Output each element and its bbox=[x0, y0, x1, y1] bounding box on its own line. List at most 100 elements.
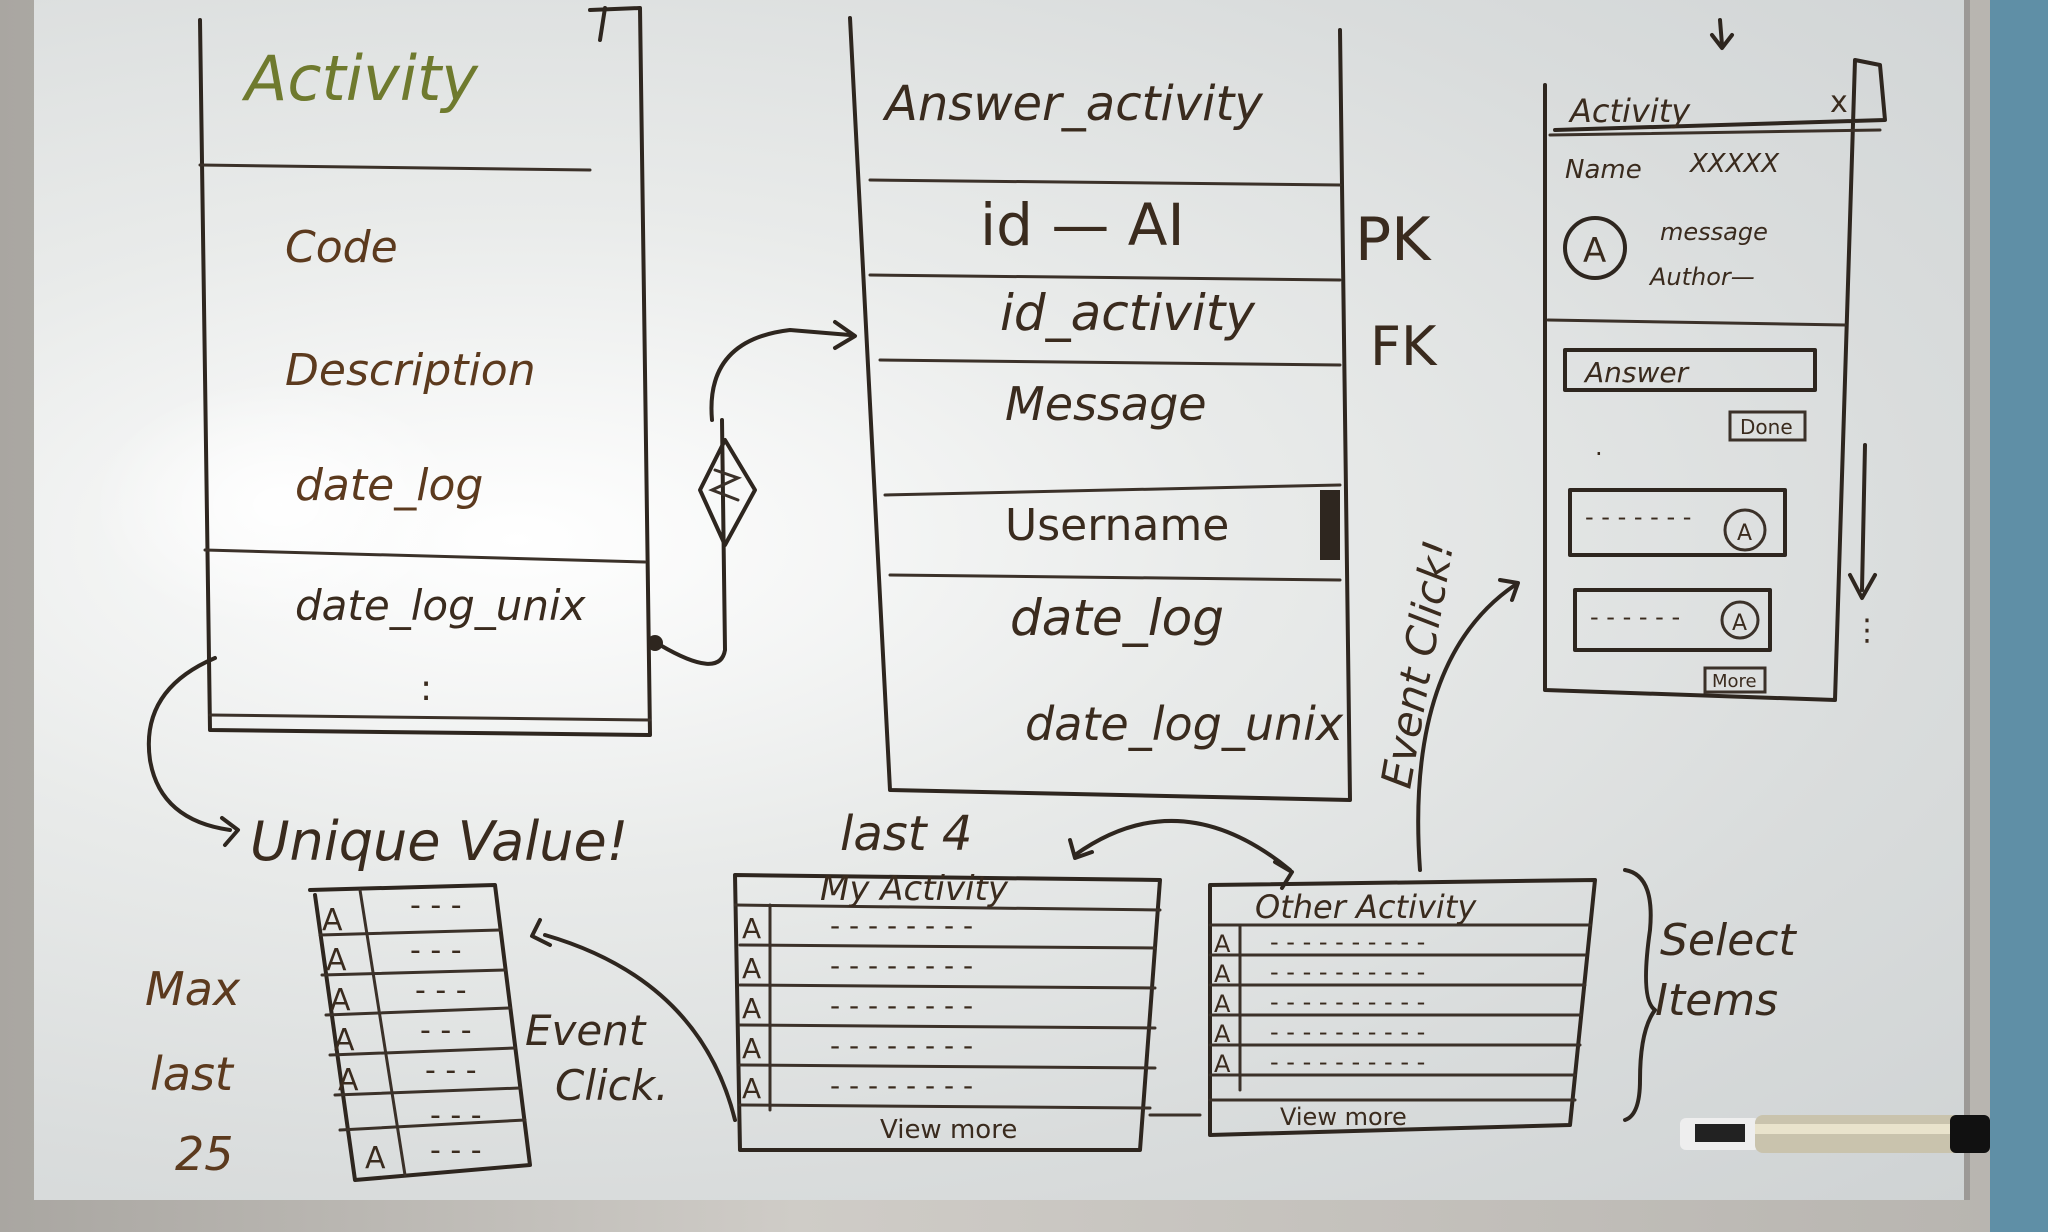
scroll-dots: ⋮ bbox=[1852, 613, 1882, 648]
unique-value-note: Unique Value! bbox=[146, 656, 628, 873]
last-25-list: A A A A A A - - - - - - - - - - - - - - … bbox=[145, 883, 532, 1182]
row-dash: - - - - - - bbox=[1590, 603, 1680, 631]
row-marker: A bbox=[1214, 990, 1231, 1018]
mockup-answer-item bbox=[1568, 488, 1787, 557]
select-items-note: Select Items bbox=[1623, 868, 1797, 1122]
activity-title: Activity bbox=[241, 42, 479, 115]
list-dash: - - - bbox=[420, 1013, 472, 1048]
row-dash: - - - - - - - bbox=[1585, 503, 1691, 531]
list-dash: - - - bbox=[430, 1133, 482, 1168]
row-marker: A bbox=[1214, 1020, 1231, 1048]
row-marker: A bbox=[742, 952, 761, 985]
list-row-marker: A bbox=[330, 983, 351, 1018]
event-click-2-line2: Click. bbox=[555, 1061, 668, 1110]
select-items-line1: Select bbox=[1660, 915, 1797, 966]
answer-field-username: Username bbox=[1005, 500, 1229, 551]
activity-field-more: : bbox=[420, 668, 432, 709]
activity-field-date-log-unix: date_log_unix bbox=[295, 581, 587, 630]
mockup-answer-item bbox=[1573, 588, 1772, 652]
list-dash: - - - bbox=[410, 933, 462, 968]
row-marker: A bbox=[742, 992, 761, 1025]
answer-activity-title: Answer_activity bbox=[882, 76, 1263, 132]
mockup-answer-avatar-circle bbox=[1720, 600, 1760, 640]
activity-field-code: Code bbox=[285, 222, 398, 273]
dot: . bbox=[1595, 433, 1603, 461]
max-note-line3: 25 bbox=[175, 1127, 234, 1181]
answer-field-date-log-unix: date_log_unix bbox=[1025, 697, 1344, 751]
list-dash: - - - bbox=[430, 1098, 482, 1133]
list-row-marker: A bbox=[338, 1063, 359, 1098]
list-row-marker: A bbox=[326, 943, 347, 978]
row-dash: - - - - - - - - - - bbox=[1270, 1018, 1425, 1046]
row-marker: A bbox=[1214, 960, 1231, 988]
list-row-marker: A bbox=[365, 1141, 386, 1176]
my-activity-list: last 4 My Activity A A A A A - - - - - -… bbox=[733, 806, 1162, 1152]
answer-field-message: Message bbox=[1005, 377, 1207, 431]
list-row-marker: A bbox=[322, 903, 343, 938]
answer-activity-table: Answer_activity id — AI id_activity Mess… bbox=[848, 16, 1438, 802]
foreign-key-label: FK bbox=[1370, 315, 1438, 378]
event-click-2-line1: Event bbox=[525, 1006, 647, 1055]
list-dash: - - - bbox=[415, 973, 467, 1008]
list-row-marker: A bbox=[334, 1023, 355, 1058]
other-activity-list: Other Activity A A A A A - - - - - - - -… bbox=[1208, 878, 1597, 1137]
row-marker: A bbox=[742, 1072, 761, 1105]
my-activity-title: My Activity bbox=[820, 869, 1009, 909]
list-dash: - - - bbox=[410, 888, 462, 923]
answer-field-date-log: date_log bbox=[1010, 589, 1224, 647]
mockup-name-value: XXXXX bbox=[1688, 149, 1780, 179]
max-note-line1: Max bbox=[145, 962, 241, 1016]
row-dash: - - - - - - - - - - bbox=[1270, 928, 1425, 956]
mockup-title: Activity bbox=[1568, 92, 1691, 130]
answer-field-id-activity: id_activity bbox=[1000, 284, 1256, 342]
mockup-close-icon[interactable]: x bbox=[1830, 85, 1848, 120]
mockup-answer-avatar-circle bbox=[1723, 508, 1767, 552]
mockup-avatar: A bbox=[1583, 231, 1606, 271]
row-marker: A bbox=[742, 1032, 761, 1065]
row-dash: - - - - - - - - bbox=[830, 989, 973, 1022]
my-activity-view-more: View more bbox=[880, 1115, 1017, 1145]
mockup-answer-input-box bbox=[1563, 348, 1817, 392]
row-marker: A bbox=[742, 912, 761, 945]
lists-link-arrows bbox=[1068, 818, 1294, 1117]
activity-field-date-log: date_log bbox=[295, 460, 483, 511]
mockup-name-label: Name bbox=[1565, 155, 1642, 185]
row-dash: - - - - - - - - bbox=[830, 1029, 973, 1062]
other-activity-title: Other Activity bbox=[1255, 888, 1477, 926]
list-dash: - - - bbox=[425, 1053, 477, 1088]
activity-detail-mockup: Activity x Name XXXXX A message Author— … bbox=[1543, 18, 1887, 702]
marker-pen bbox=[1680, 1115, 1990, 1153]
mockup-author: Author— bbox=[1648, 263, 1755, 291]
activity-table: Activity Code Description date_log date_… bbox=[198, 6, 652, 737]
row-dash: - - - - - - - - - - bbox=[1270, 988, 1425, 1016]
row-marker: A bbox=[1214, 1050, 1231, 1078]
activity-field-description: Description bbox=[285, 345, 536, 396]
mockup-done-button[interactable]: Done bbox=[1740, 415, 1793, 439]
mockup-avatar-circle bbox=[1563, 216, 1627, 280]
event-click-note-2: Event Click. bbox=[525, 918, 737, 1122]
relationship-connector bbox=[647, 320, 857, 666]
answer-field-id: id — AI bbox=[980, 191, 1185, 259]
max-note-line2: last bbox=[150, 1047, 235, 1101]
light-glare bbox=[90, 380, 470, 630]
row-dash: - - - - - - - - bbox=[830, 949, 973, 982]
mockup-more-button-box bbox=[1703, 666, 1767, 694]
unique-value-text: Unique Value! bbox=[250, 810, 628, 873]
mockup-more-button[interactable]: More bbox=[1712, 671, 1757, 692]
mockup-answer-input[interactable]: Answer bbox=[1583, 356, 1690, 389]
row-marker: A bbox=[1214, 930, 1231, 958]
row-dash: - - - - - - - - - - bbox=[1270, 958, 1425, 986]
row-dash: - - - - - - - - - - bbox=[1270, 1048, 1425, 1076]
mockup-message: message bbox=[1660, 218, 1768, 246]
select-items-line2: Items bbox=[1655, 975, 1778, 1026]
mockup-answer-avatar: A bbox=[1732, 611, 1747, 636]
mockup-done-button-box bbox=[1728, 410, 1807, 442]
row-dash: - - - - - - - - bbox=[830, 1069, 973, 1102]
other-activity-view-more: View more bbox=[1280, 1103, 1407, 1131]
row-dash: - - - - - - - - bbox=[830, 909, 973, 942]
last-4-note: last 4 bbox=[840, 806, 972, 862]
primary-key-label: PK bbox=[1355, 205, 1432, 275]
mockup-answer-avatar: A bbox=[1737, 521, 1752, 546]
event-click-note: Event Click! bbox=[1372, 536, 1520, 872]
